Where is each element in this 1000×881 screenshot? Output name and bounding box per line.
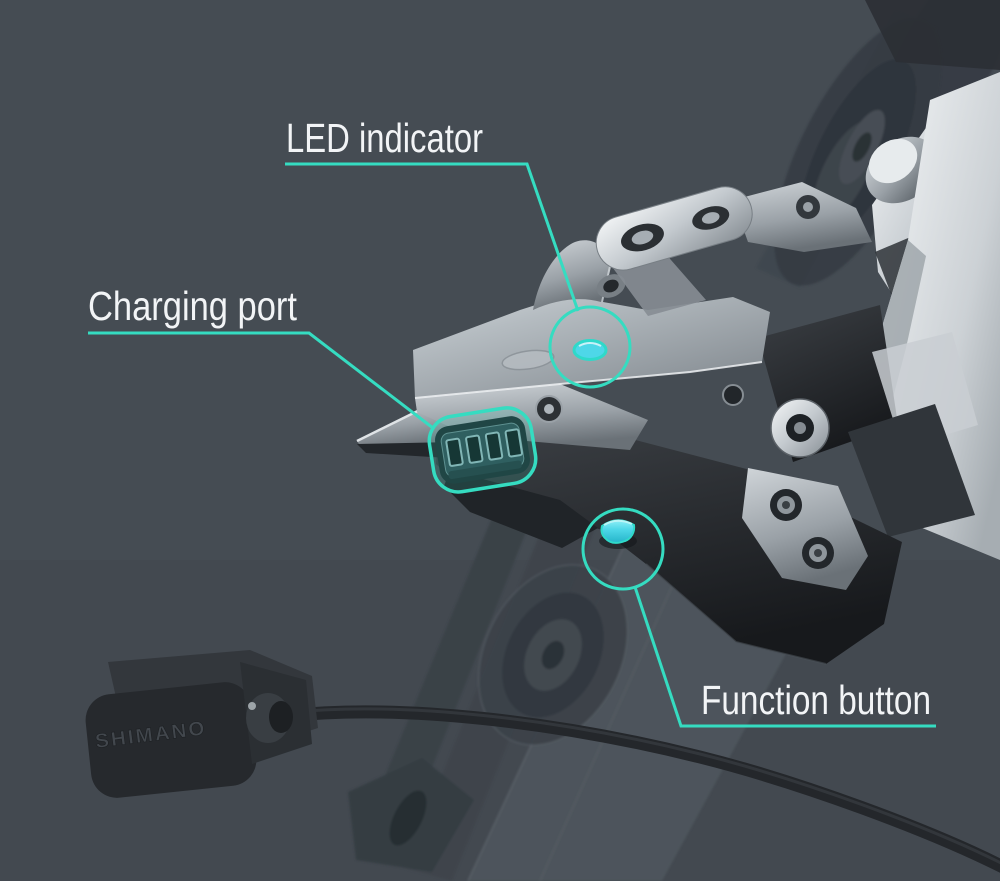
led-indicator-label: LED indicator — [286, 115, 483, 161]
charging-cable — [280, 705, 1000, 873]
body-top-deck — [413, 243, 770, 398]
annotations: LED indicator Charging port Function but… — [88, 115, 936, 728]
linkage-arm — [595, 182, 872, 316]
pivot-barrel — [770, 398, 830, 458]
rear-derailleur-body — [356, 182, 902, 665]
charging-port-highlight-fill — [429, 407, 536, 492]
function-button-ring — [581, 507, 665, 591]
charging-port-pins — [435, 416, 530, 484]
mount-bracket — [742, 468, 868, 590]
charging-port-highlight-box — [427, 406, 538, 494]
cable-connector: SHIMANO — [85, 650, 318, 798]
function-button-leader-line — [633, 586, 936, 728]
body-fin — [533, 240, 626, 310]
charging-cable-assembly: SHIMANO — [85, 650, 1000, 873]
set-screw — [722, 384, 744, 406]
ghost-pulley-wheel — [477, 564, 629, 746]
led-indicator-ring — [548, 305, 632, 389]
function-button-label: Function button — [701, 677, 931, 723]
charging-port-leader-line — [88, 331, 434, 430]
led-indicator-leader-line — [285, 162, 580, 312]
charging-port-label: Charging port — [88, 283, 297, 329]
